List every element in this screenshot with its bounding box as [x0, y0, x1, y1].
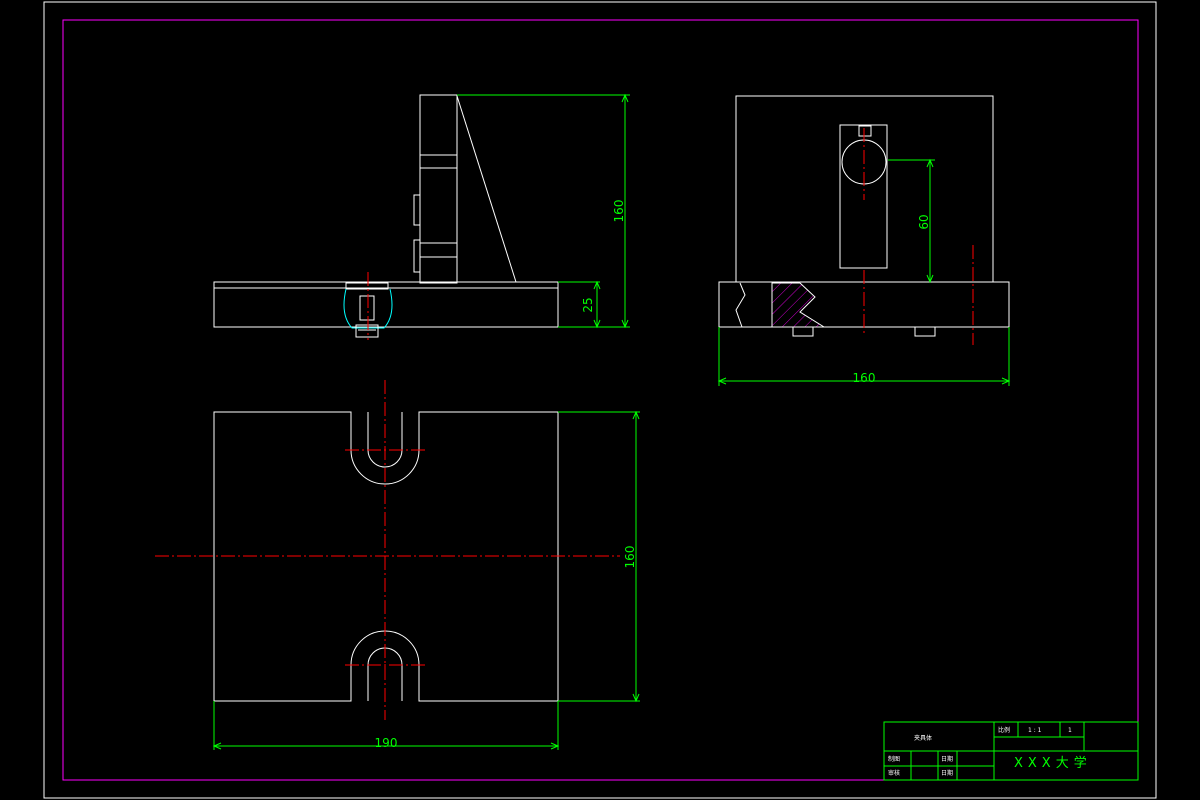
scale-value: 1 : 1	[1028, 727, 1042, 734]
dim-top-width: 190	[375, 736, 398, 750]
title-block: 夹具体 比例 1 : 1 1 制图 审核 日期 日期 XXX大学	[883, 721, 1139, 781]
top-view: 160 190	[155, 380, 640, 750]
checked-label: 审核	[888, 769, 900, 777]
dim-front-height: 60	[917, 214, 931, 229]
date-label-2: 日期	[941, 769, 953, 777]
part-name: 夹具体	[914, 734, 932, 742]
side-view: 160 25	[213, 93, 630, 340]
university-name: XXX大学	[1014, 755, 1092, 771]
drawing-border	[62, 19, 1139, 781]
front-view: 60 160	[717, 95, 1011, 386]
date-label-1: 日期	[941, 755, 953, 763]
sheet-number: 1	[1068, 727, 1072, 734]
dim-side-height: 160	[612, 200, 626, 223]
dim-front-width: 160	[853, 371, 876, 385]
drawn-label: 制图	[888, 755, 900, 763]
dim-side-base: 25	[581, 297, 595, 312]
scale-label: 比例	[998, 726, 1010, 734]
sheet-frame	[43, 1, 1157, 799]
dim-top-depth: 160	[623, 546, 637, 569]
